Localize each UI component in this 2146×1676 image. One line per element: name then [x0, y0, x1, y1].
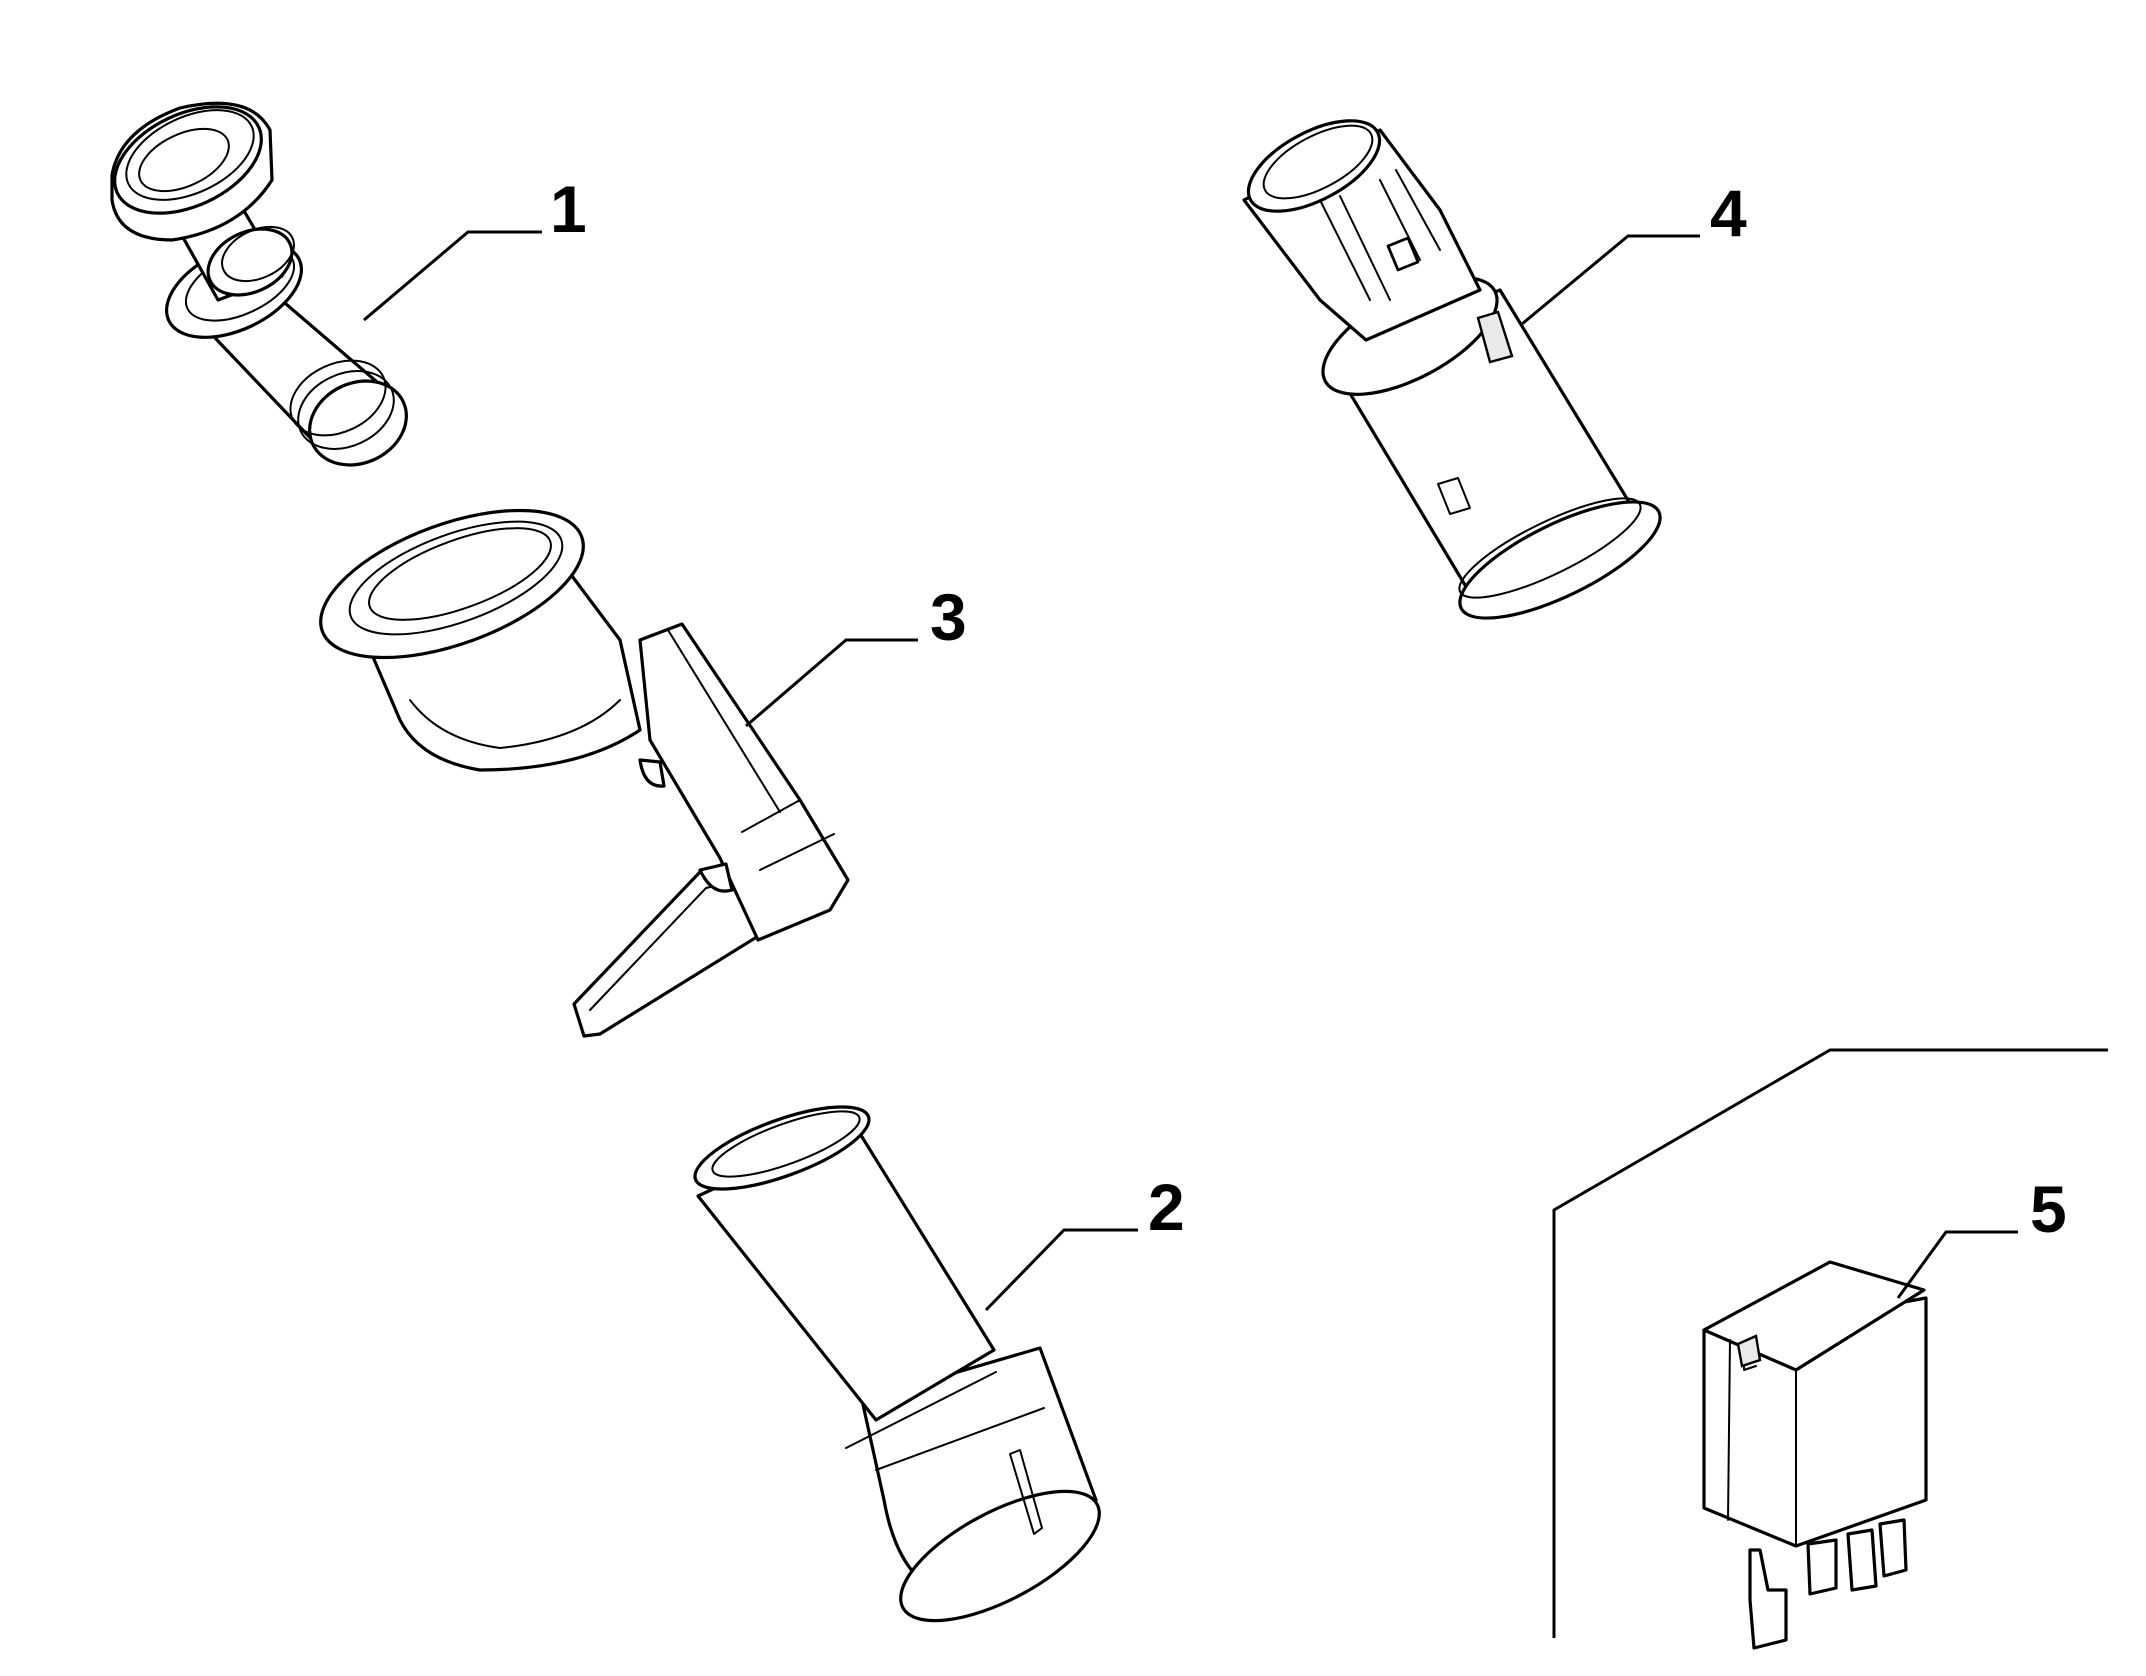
part-4-socket-assembly — [1242, 119, 1662, 620]
inset-frame — [1552, 1048, 2108, 1638]
leader-line-1 — [363, 230, 542, 322]
callout-3: 3 — [930, 580, 967, 654]
leader-line-4 — [1521, 234, 1700, 326]
callout-2: 2 — [1148, 1170, 1185, 1244]
part-3-socket-housing — [319, 508, 850, 1038]
callout-4: 4 — [1710, 176, 1747, 250]
part-2-socket-sleeve — [693, 1105, 1101, 1623]
part-5-relay — [1702, 1260, 1928, 1650]
part-1-lighter-plug — [110, 101, 408, 467]
callout-5: 5 — [2030, 1172, 2067, 1246]
callout-1: 1 — [550, 172, 587, 246]
leader-line-2 — [984, 1228, 1138, 1312]
leader-line-3 — [745, 638, 918, 728]
leader-line-5 — [1896, 1230, 2018, 1299]
